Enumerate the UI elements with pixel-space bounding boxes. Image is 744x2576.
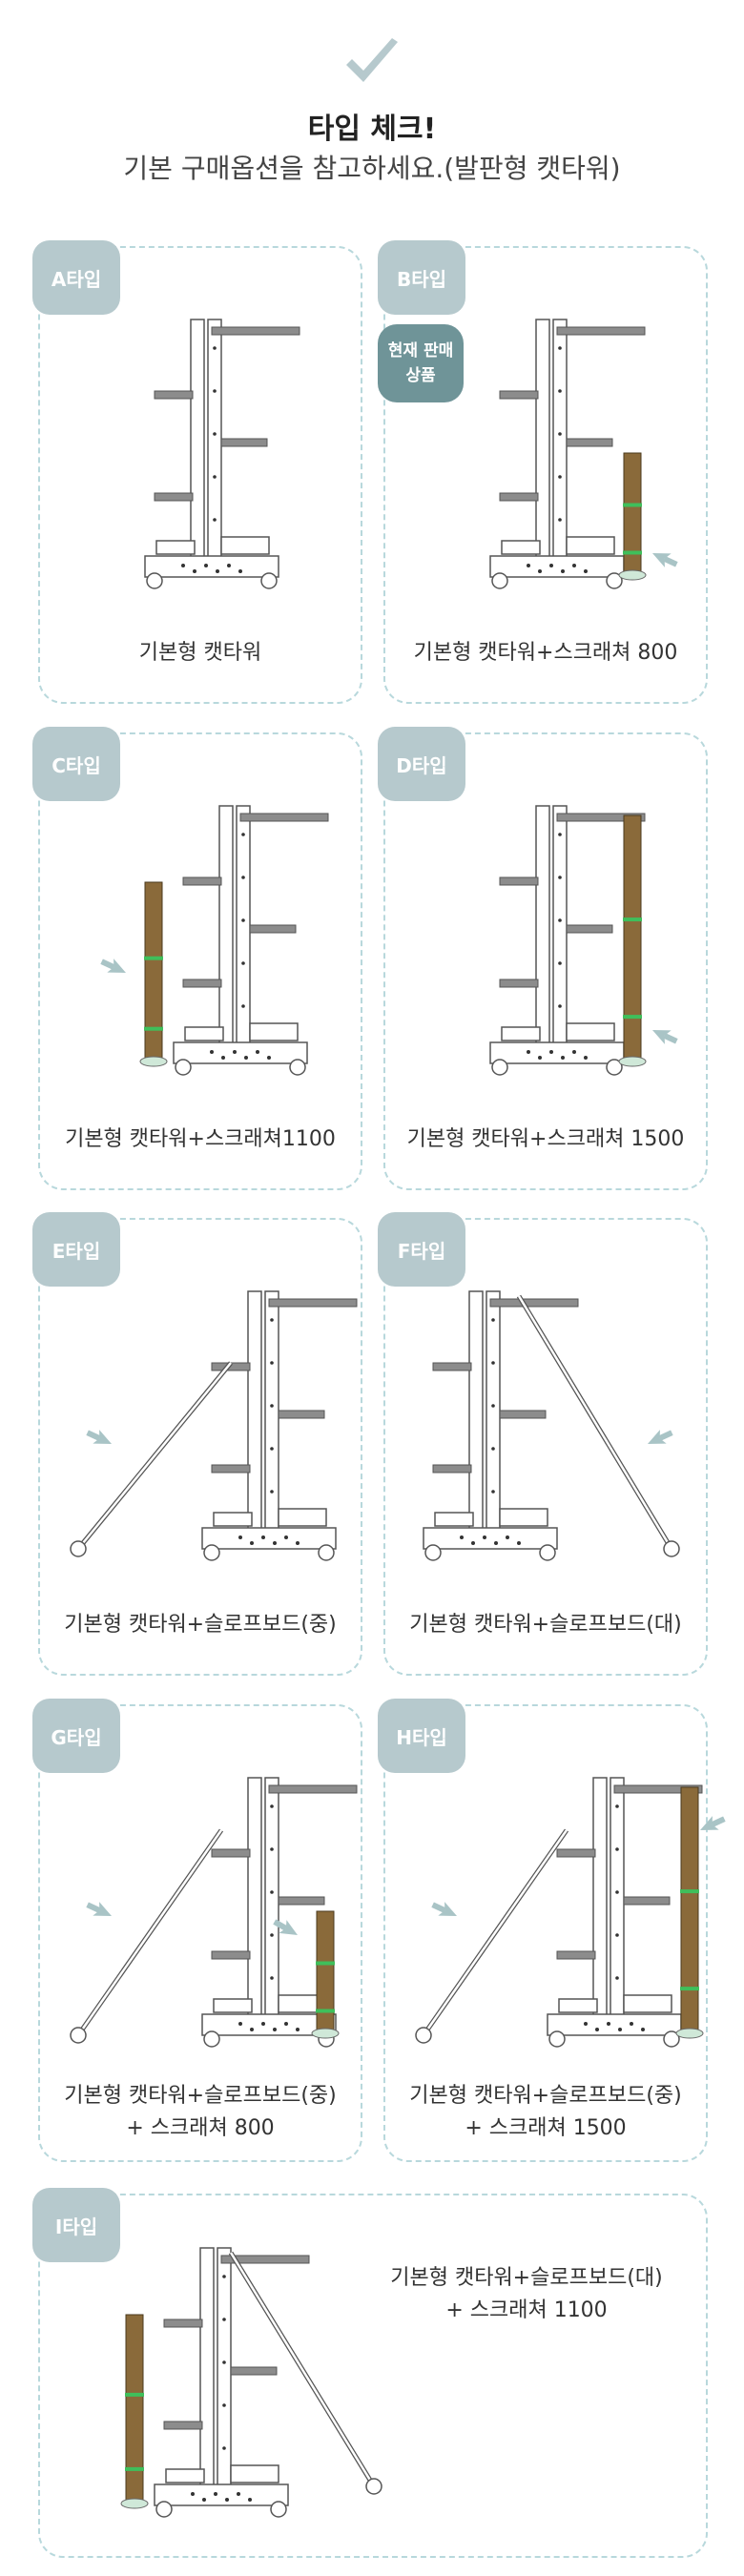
pointer-arrow: [652, 553, 678, 567]
type-caption: 기본형 캣타워+스크래쳐1100: [65, 1127, 336, 1151]
scratcher-post: [675, 1786, 704, 2039]
page-header: 타입 체크! 기본 구매옵션을 참고하세요.(발판형 캣타워): [0, 0, 744, 219]
type-caption: 기본형 캣타워: [138, 641, 262, 665]
type-badge: D타입: [378, 727, 465, 801]
type-badge: E타입: [32, 1212, 120, 1287]
type-card-g: G타입 기본형 캣타워+슬로프보드(중)+ 스크래쳐 800: [32, 1699, 362, 2162]
cat-tower-illustration: [120, 2247, 382, 2518]
tower-frame: [144, 319, 300, 589]
scratcher-post: [139, 881, 168, 1067]
type-caption: 기본형 캣타워+슬로프보드(중)+ 스크래쳐 800: [64, 2084, 337, 2140]
cat-tower-illustration: [100, 805, 329, 1076]
tower-frame: [547, 1777, 703, 2048]
page-subtitle: 기본 구매옵션을 참고하세요.(발판형 캣타워): [123, 153, 621, 184]
type-card-e: E타입 기본형 캣타워+슬로프보드(중): [32, 1212, 362, 1676]
type-badge: B타입: [378, 240, 465, 315]
scratcher-post: [618, 452, 647, 581]
cat-tower-illustration: [489, 319, 678, 589]
type-card-c: C타입 기본형 캣타워+스크래쳐1100: [32, 727, 362, 1190]
cat-tower-illustration: [423, 1290, 680, 1561]
cat-tower-illustration: [70, 1777, 358, 2048]
scratcher-post: [618, 814, 647, 1067]
scratcher-post: [311, 1910, 340, 2039]
slope-board: [516, 1294, 680, 1557]
pointer-arrow: [431, 1902, 457, 1916]
type-card-h: H타입 기본형 캣타워+슬로프보드(중)+ 스크래쳐 1500: [378, 1699, 726, 2162]
cat-tower-illustration: [144, 319, 300, 589]
slope-board: [228, 2251, 382, 2495]
type-badge: C타입: [32, 727, 120, 801]
type-caption: 기본형 캣타워+스크래쳐 1500: [406, 1127, 685, 1151]
tower-frame: [489, 319, 646, 589]
pointer-arrow: [100, 958, 126, 973]
type-badge: H타입: [378, 1699, 465, 1773]
slope-board: [415, 1828, 569, 2044]
type-caption: 기본형 캣타워+슬로프보드(중): [64, 1613, 337, 1637]
type-badge: G타입: [32, 1699, 120, 1773]
pointer-arrow: [652, 1030, 678, 1044]
type-card-f: F타입 기본형 캣타워+슬로프보드(대): [378, 1212, 708, 1676]
cat-tower-illustration: [415, 1777, 726, 2048]
tower-frame: [489, 805, 646, 1076]
tower-frame: [423, 1290, 579, 1561]
tower-frame: [173, 805, 329, 1076]
type-caption: 기본형 캣타워+슬로프보드(중)+ 스크래쳐 1500: [409, 2084, 682, 2140]
cat-tower-illustration: [70, 1290, 358, 1561]
pointer-arrow: [700, 1816, 726, 1830]
type-badge: A타입: [32, 240, 120, 315]
type-caption: 기본형 캣타워+스크래쳐 800: [413, 641, 678, 665]
type-card-i: I타입 기본형 캣타워+슬로프보드(대)+ 스크래쳐 1100: [32, 2188, 708, 2558]
type-card-d: D타입 기본형 캣타워+스크래쳐 1500: [378, 727, 708, 1190]
type-badge: I타입: [32, 2188, 120, 2262]
pointer-arrow: [86, 1902, 112, 1916]
page-title: 타입 체크!: [307, 113, 437, 146]
pointer-arrow: [648, 1430, 673, 1444]
pointer-arrow: [273, 1919, 298, 1935]
tower-frame: [154, 2247, 310, 2518]
type-caption: 기본형 캣타워+슬로프보드(대): [409, 1613, 682, 1637]
slope-board: [70, 1361, 233, 1557]
pointer-arrow: [86, 1430, 112, 1444]
scratcher-post: [120, 2314, 149, 2509]
type-caption: 기본형 캣타워+슬로프보드(대)+ 스크래쳐 1100: [390, 2266, 663, 2322]
tower-frame: [201, 1290, 358, 1561]
cat-tower-illustration: [489, 805, 678, 1076]
type-card-a: A타입 기본형 캣타워: [32, 240, 362, 704]
tower-frame: [201, 1777, 358, 2048]
check-icon: [346, 38, 398, 82]
slope-board: [70, 1828, 224, 2044]
type-badge: F타입: [378, 1212, 465, 1287]
